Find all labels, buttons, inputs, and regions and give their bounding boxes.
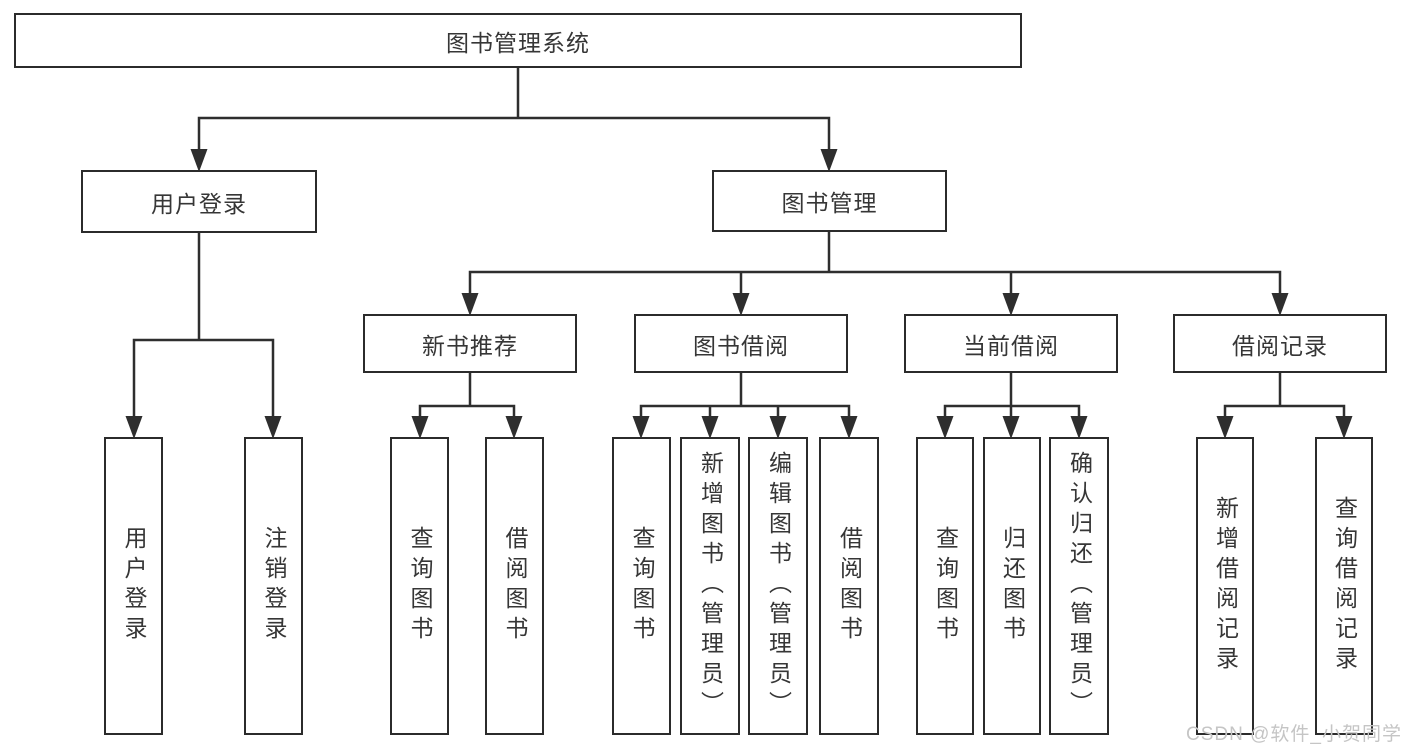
node-label: 用户登录 (121, 526, 147, 646)
node-label: 新书推荐 (422, 332, 518, 359)
leaf-user-login: 用户登录 (104, 437, 163, 735)
node-label: 归还图书 (999, 526, 1026, 646)
node-borrowing-records: 借阅记录 (1173, 314, 1387, 373)
leaf-return-book: 归还图书 (983, 437, 1041, 735)
node-label: 查询借阅记录 (1331, 496, 1358, 676)
node-label: 注销登录 (261, 526, 287, 646)
leaf-logout: 注销登录 (244, 437, 303, 735)
node-label: 借阅图书 (502, 526, 528, 646)
csdn-watermark: CSDN @软件_小贺同学 (1186, 724, 1402, 745)
leaf-query-books-borrowing: 查询图书 (612, 437, 671, 735)
node-label: 图书管理 (781, 190, 878, 216)
node-user-login: 用户登录 (81, 170, 317, 233)
node-label: 编辑图书（管理员） (765, 451, 792, 721)
node-current-borrowing: 当前借阅 (904, 314, 1118, 373)
node-new-book-recommend: 新书推荐 (363, 314, 577, 373)
leaf-add-book-admin: 新增图书（管理员） (680, 437, 740, 735)
leaf-borrow-books-recommend: 借阅图书 (485, 437, 544, 735)
node-root: 图书管理系统 (14, 13, 1022, 68)
node-label: 用户登录 (151, 190, 247, 217)
leaf-query-borrow-record: 查询借阅记录 (1315, 437, 1373, 735)
leaf-query-books-current: 查询图书 (916, 437, 974, 735)
node-label: 借阅图书 (836, 526, 863, 646)
leaf-edit-book-admin: 编辑图书（管理员） (748, 437, 808, 735)
node-book-borrowing: 图书借阅 (634, 314, 848, 373)
node-label: 确认归还（管理员） (1066, 451, 1093, 721)
node-label: 新增借阅记录 (1212, 496, 1239, 676)
node-book-management: 图书管理 (712, 170, 947, 232)
node-label: 查询图书 (629, 526, 655, 646)
node-label: 新增图书（管理员） (697, 451, 724, 721)
node-label: 查询图书 (407, 526, 433, 646)
node-label: 图书管理系统 (446, 29, 590, 56)
node-label: 借阅记录 (1232, 332, 1328, 359)
node-label: 图书借阅 (693, 332, 789, 359)
leaf-borrow-books-borrowing: 借阅图书 (819, 437, 879, 735)
leaf-confirm-return-admin: 确认归还（管理员） (1049, 437, 1109, 735)
leaf-query-books-recommend: 查询图书 (390, 437, 449, 735)
node-label: 查询图书 (932, 526, 959, 646)
leaf-add-borrow-record: 新增借阅记录 (1196, 437, 1254, 735)
node-label: 当前借阅 (963, 332, 1059, 359)
